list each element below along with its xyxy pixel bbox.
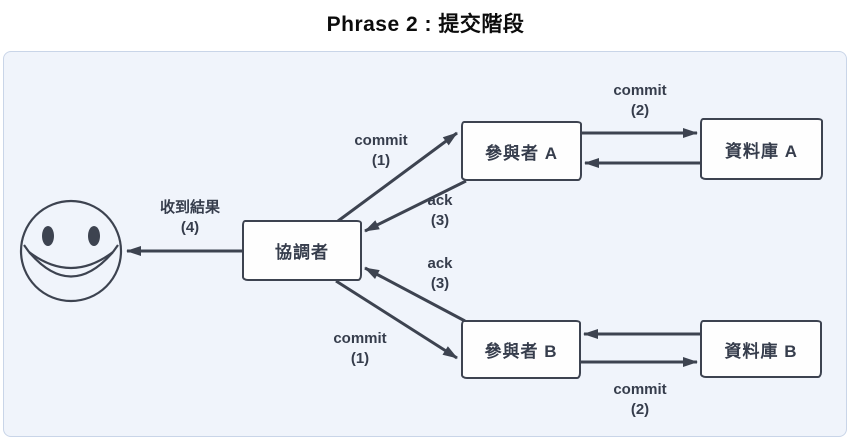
edge-label-line: (1) — [371, 152, 391, 169]
node-participant-a: 參與者 A — [461, 121, 582, 181]
edge-label-commit-2-bottom: commit (2) — [580, 380, 700, 420]
edge-label-commit-1-bottom: commit (1) — [300, 329, 420, 369]
edge-label-line: (4) — [180, 219, 200, 236]
edge-label-line: (2) — [630, 401, 650, 418]
edge-label-line: (1) — [350, 350, 370, 367]
arrow-ack-from-participant-b — [364, 266, 466, 323]
edge-label-line: (3) — [430, 212, 450, 229]
edge-label-line: commit — [613, 82, 667, 99]
arrow-commit-to-participant-b — [335, 279, 458, 360]
node-participant-b: 參與者 B — [461, 320, 581, 379]
edge-label-commit-2-top: commit (2) — [580, 81, 700, 121]
edge-label-line: ack — [427, 255, 453, 272]
edge-label-ack-3-top: ack (3) — [380, 191, 500, 231]
edge-label-line: commit — [613, 381, 667, 398]
edge-label-receive-result: 收到結果 (4) — [130, 198, 250, 238]
edge-label-line: commit — [354, 132, 408, 149]
arrow-commit-to-participant-a — [337, 131, 458, 223]
node-database-a: 資料庫 A — [700, 118, 823, 180]
edge-label-line: commit — [333, 330, 387, 347]
edge-label-commit-1-top: commit (1) — [321, 131, 441, 171]
edge-label-ack-3-bottom: ack (3) — [380, 254, 500, 294]
edge-label-line: (2) — [630, 102, 650, 119]
smiley-face-icon — [19, 199, 123, 303]
edge-label-line: (3) — [430, 275, 450, 292]
edge-label-line: 收到結果 — [159, 199, 220, 216]
node-database-b: 資料庫 B — [700, 320, 822, 378]
page-title: Phrase 2 : 提交階段 — [326, 13, 525, 36]
node-coordinator: 協調者 — [242, 220, 362, 281]
arrow-ack-from-participant-a — [364, 179, 467, 233]
edge-label-line: ack — [427, 192, 453, 209]
